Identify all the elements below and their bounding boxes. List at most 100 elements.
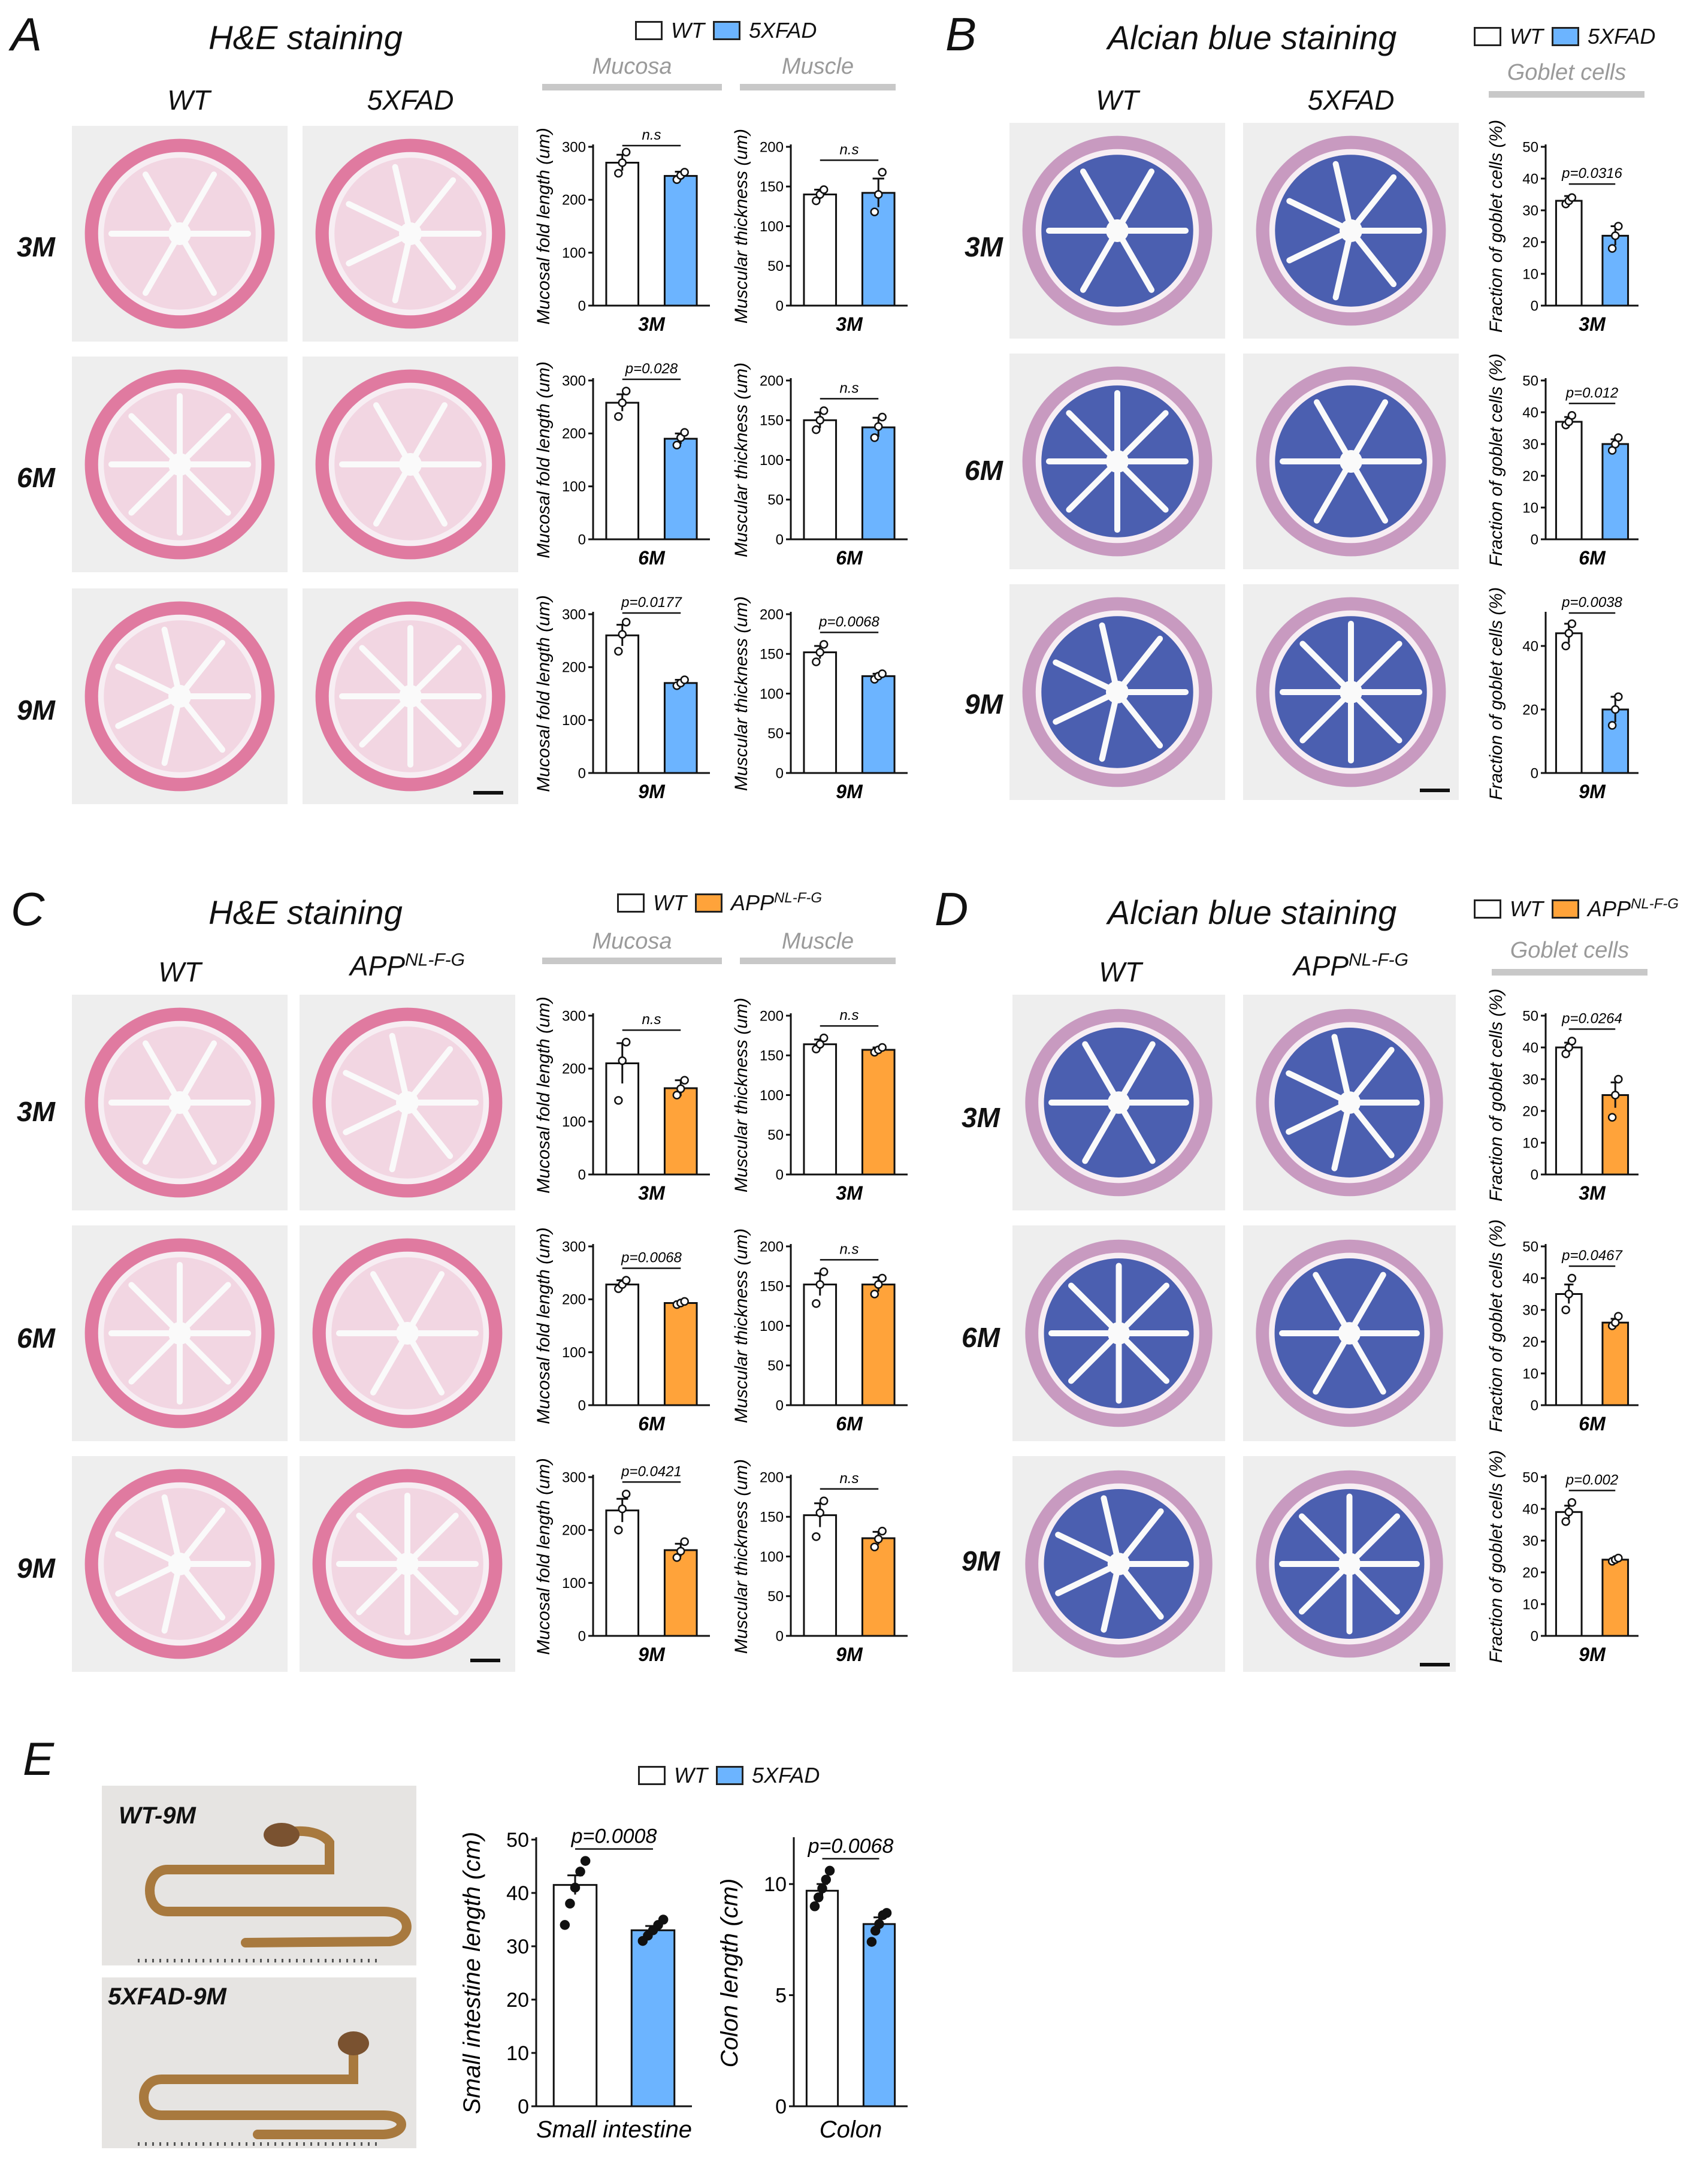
legend-label-5xfad: 5XFAD <box>751 1763 820 1787</box>
data-point <box>1567 193 1577 203</box>
bar-wt <box>803 651 838 774</box>
lumen <box>398 222 422 246</box>
lumen-branch <box>177 639 226 699</box>
panel-c-row-9m: 9M <box>17 1553 55 1584</box>
bar-mutant <box>861 1049 896 1176</box>
bar-wt <box>605 1284 640 1406</box>
data-point <box>878 1043 887 1052</box>
lumen-branch <box>161 1494 183 1567</box>
y-tick-label: 300 <box>562 606 586 623</box>
panel-d-legend: WT APPNL-F-G <box>1474 896 1679 922</box>
data-point <box>874 190 883 199</box>
lumen-branch <box>1114 635 1163 695</box>
micrograph-drawing <box>1256 366 1446 557</box>
data-point <box>1611 1091 1620 1100</box>
data-point <box>821 1874 832 1885</box>
lumen-branch <box>1286 228 1354 264</box>
y-tick-label: 0 <box>776 1628 784 1644</box>
micrograph-drawing <box>84 1007 275 1198</box>
panel-a-section-line-mucosa <box>542 84 722 90</box>
legend-label-5xfad: 5XFAD <box>1587 24 1656 49</box>
y-axis-label: Mucosal fold length (um) <box>534 361 554 558</box>
micrograph-drawing <box>1025 1239 1213 1427</box>
bar-wt <box>1555 1511 1583 1637</box>
data-point <box>570 1882 581 1893</box>
panel-c-row-6m: 6M <box>17 1322 55 1354</box>
data-point <box>870 433 879 442</box>
y-tick-label: 150 <box>760 179 784 195</box>
lumen <box>168 452 192 476</box>
y-axis-label: Fraction of goblet cells (%) <box>1486 120 1506 333</box>
scale-bar-b <box>1420 789 1450 792</box>
micrograph-d-app-3m <box>1243 995 1456 1210</box>
panel-c-col-wt: WT <box>158 956 201 988</box>
data-point <box>819 1267 829 1276</box>
lumen-branch <box>1101 1495 1122 1567</box>
lumen-branch <box>392 231 413 304</box>
y-tick-label: 20 <box>1522 234 1538 250</box>
lumen-branch <box>404 1100 454 1159</box>
x-axis-label: 6M <box>836 1413 863 1435</box>
y-tick-label: 200 <box>760 1239 784 1255</box>
x-axis-label: 3M <box>638 313 666 335</box>
y-axis-label: Muscular thickness (um) <box>731 363 751 557</box>
data-point <box>817 1883 827 1894</box>
bar-mutant <box>861 675 896 774</box>
lumen-branch <box>370 1330 410 1396</box>
micrograph-drawing <box>84 138 275 329</box>
bar-mutant <box>1601 443 1630 540</box>
bar-mutant <box>663 175 698 307</box>
lumen-branch <box>142 1040 183 1106</box>
lumen-branch <box>1286 198 1354 234</box>
lumen-branch <box>1332 161 1354 234</box>
micrograph-a-wt-6m <box>72 357 288 572</box>
lumen <box>1105 219 1129 243</box>
y-axis-label: Fraction of goblet cells (%) <box>1486 1450 1506 1663</box>
lumen-branch <box>404 1046 454 1106</box>
y-tick-label: 40 <box>1522 1270 1538 1287</box>
gut-photo-5xfad-drawing <box>138 2031 406 2146</box>
y-tick-label: 10 <box>506 2042 529 2065</box>
data-point <box>1614 692 1623 702</box>
data-point <box>621 618 631 627</box>
significance-label: n.s <box>839 1470 858 1487</box>
data-point <box>878 168 887 177</box>
data-point <box>1564 1290 1573 1299</box>
y-tick-label: 10 <box>1522 1366 1538 1382</box>
legend-swatch-wt <box>638 1766 666 1785</box>
data-point <box>618 1056 627 1065</box>
y-tick-label: 0 <box>578 532 586 548</box>
micrograph-drawing <box>84 1238 275 1429</box>
lumen-branch <box>115 693 183 729</box>
lumen <box>168 1091 192 1115</box>
legend-swatch-5xfad <box>715 1766 743 1785</box>
small-intestine-shape <box>145 1826 412 1947</box>
lumen-branch <box>373 461 413 527</box>
gut-photo-wt-drawing <box>138 1823 412 1962</box>
data-point <box>680 1297 689 1306</box>
data-point <box>1564 629 1573 638</box>
x-axis-label: 3M <box>836 313 863 335</box>
significance-label: p=0.0068 <box>621 1250 682 1266</box>
data-point <box>870 1542 879 1551</box>
lumen-branch <box>142 231 183 296</box>
data-point <box>1567 411 1577 420</box>
data-point <box>614 1526 623 1535</box>
y-tick-label: 0 <box>578 298 586 314</box>
bar-mutant <box>663 682 698 774</box>
micrograph-drawing <box>84 601 275 792</box>
micrograph-d-app-6m <box>1243 1225 1456 1441</box>
data-point <box>815 1040 824 1049</box>
data-point <box>580 1856 591 1866</box>
lumen-branch <box>177 1507 226 1567</box>
